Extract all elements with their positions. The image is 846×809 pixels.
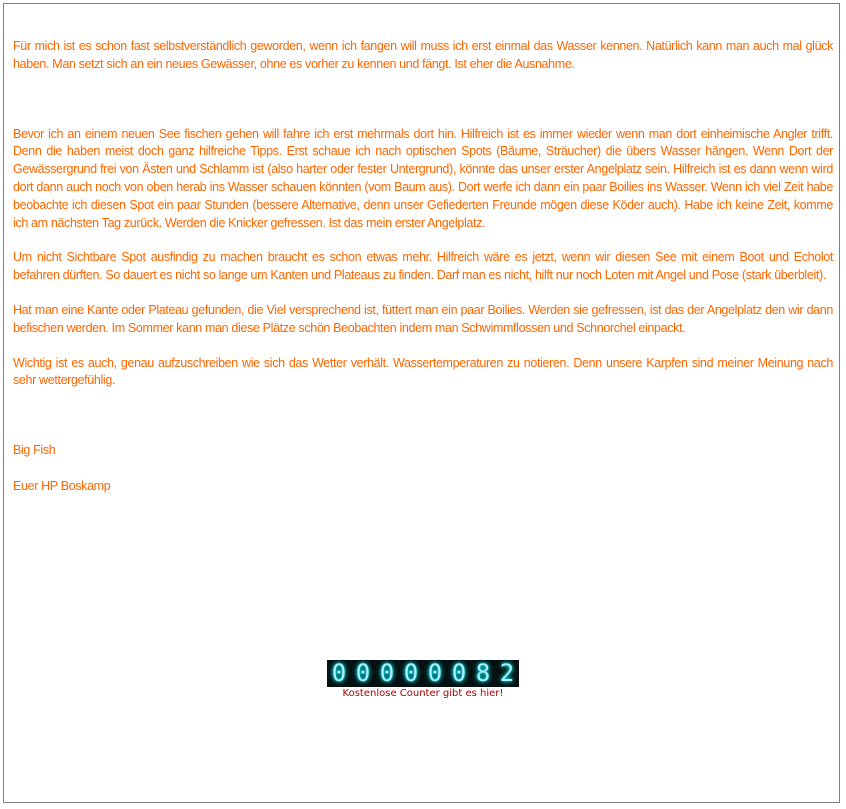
paragraph-visible-spots: Bevor ich an einem neuen See fischen geh… [13,126,833,230]
counter-digit: 0 [427,659,443,687]
counter-digit: 0 [331,659,347,687]
paragraph-feeding: Hat man eine Kante oder Plateau gefunden… [13,302,833,335]
counter-link[interactable]: Kostenlose Counter gibt es hier! [342,688,504,699]
counter-digit: 0 [403,659,419,687]
signoff-big-fish: Big Fish [13,443,56,457]
counter-digit: 8 [475,659,491,687]
counter-digit: 0 [379,659,395,687]
counter-digit: 0 [451,659,467,687]
signoff-author: Euer HP Boskamp [13,479,111,493]
article-body: Für mich ist es schon fast selbstverstän… [13,38,833,390]
counter-digit: 2 [499,659,515,687]
paragraph-weather: Wichtig ist es auch, genau aufzuschreibe… [13,355,833,388]
paragraph-hidden-spots: Um nicht Sichtbare Spot ausfindig zu mac… [13,250,833,283]
paragraph-intro: Für mich ist es schon fast selbstverstän… [13,39,833,71]
page-frame [3,3,840,803]
counter-digit: 0 [355,659,371,687]
